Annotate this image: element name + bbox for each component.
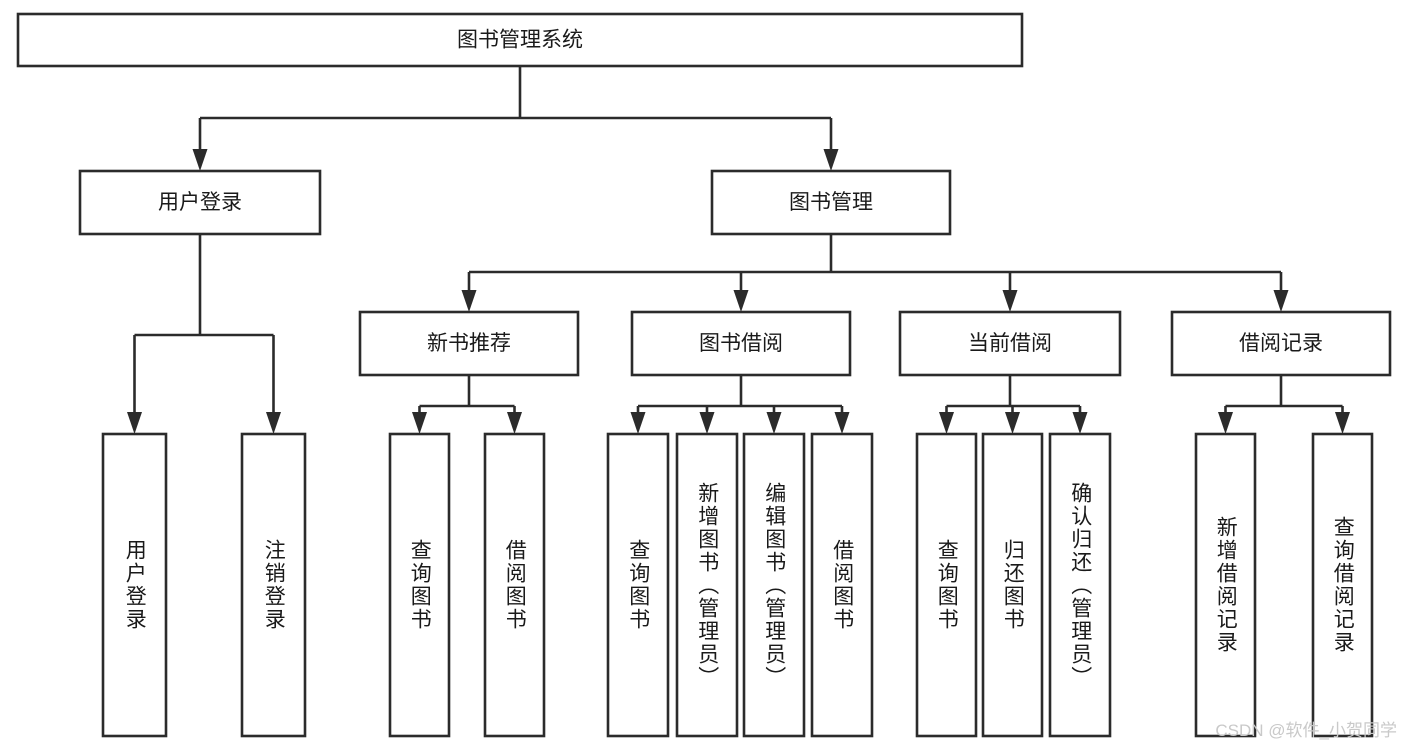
arrow-head-icon <box>266 412 281 434</box>
node-leaf-user-login[interactable] <box>101 432 168 738</box>
node-label: 图书借阅 <box>699 332 783 355</box>
node-leaf-return-book[interactable] <box>981 432 1044 738</box>
node-borrow-record[interactable] <box>1170 310 1392 377</box>
node-box[interactable] <box>240 432 307 738</box>
csdn-watermark: CSDN @软件_小贺同学 <box>1215 721 1397 740</box>
edge-group-borrow_record <box>1218 375 1350 434</box>
arrow-head-icon <box>733 290 749 312</box>
node-box[interactable] <box>810 432 874 738</box>
node-leaf-add-record[interactable] <box>1194 432 1257 738</box>
arrow-head-icon <box>1218 412 1233 434</box>
node-box[interactable] <box>358 310 580 377</box>
node-box[interactable] <box>16 12 1024 68</box>
node-label: 新书推荐 <box>427 332 511 355</box>
node-leaf-query-book-2[interactable] <box>606 432 670 738</box>
node-box[interactable] <box>675 432 739 738</box>
node-box[interactable] <box>1048 432 1112 738</box>
arrow-head-icon <box>1335 412 1350 434</box>
arrow-head-icon <box>834 412 850 434</box>
node-leaf-query-record[interactable] <box>1311 432 1374 738</box>
node-user-login[interactable] <box>78 169 322 236</box>
node-box[interactable] <box>981 432 1044 738</box>
node-label: 用户登录 <box>158 191 242 214</box>
arrow-head-icon <box>1002 290 1018 312</box>
node-label: 借阅记录 <box>1239 332 1323 355</box>
node-new-book-rec[interactable] <box>358 310 580 377</box>
arrow-head-icon <box>939 412 954 434</box>
arrow-head-icon <box>1005 412 1020 434</box>
node-label: 图书管理系统 <box>457 29 583 52</box>
node-box[interactable] <box>388 432 451 738</box>
node-label: 当前借阅 <box>968 332 1052 355</box>
edge-group-book_borrow <box>630 375 850 434</box>
node-box[interactable] <box>483 432 546 738</box>
node-root[interactable] <box>16 12 1024 68</box>
arrow-head-icon <box>507 412 522 434</box>
node-current-borrow[interactable] <box>898 310 1122 377</box>
node-box[interactable] <box>78 169 322 236</box>
node-box[interactable] <box>1194 432 1257 738</box>
node-box[interactable] <box>710 169 952 236</box>
node-book-borrow[interactable] <box>630 310 852 377</box>
arrow-head-icon <box>412 412 427 434</box>
node-box[interactable] <box>101 432 168 738</box>
node-box[interactable] <box>1311 432 1374 738</box>
arrow-head-icon <box>461 290 477 312</box>
arrow-head-icon <box>1273 290 1289 312</box>
node-leaf-confirm-return[interactable] <box>1048 432 1112 738</box>
edge-group-book_manage <box>461 234 1289 312</box>
node-leaf-query-book-3[interactable] <box>915 432 978 738</box>
arrow-head-icon <box>630 412 646 434</box>
edge-group-new_book_rec <box>412 375 522 434</box>
node-leaf-add-book[interactable] <box>675 432 739 738</box>
arrow-head-icon <box>766 412 782 434</box>
arrow-head-icon <box>127 412 142 434</box>
node-book-manage[interactable] <box>710 169 952 236</box>
edge-group-current_borrow <box>939 375 1088 434</box>
node-box[interactable] <box>915 432 978 738</box>
node-leaf-logout[interactable] <box>240 432 307 738</box>
arrow-head-icon <box>192 149 208 171</box>
node-box[interactable] <box>898 310 1122 377</box>
arrow-head-icon <box>1072 412 1088 434</box>
node-leaf-borrow-book-2[interactable] <box>810 432 874 738</box>
edge-group-user_login <box>127 234 281 434</box>
node-label: 图书管理 <box>789 191 873 214</box>
arrow-head-icon <box>699 412 715 434</box>
arrow-head-icon <box>823 149 839 171</box>
edge-group-root <box>192 66 839 171</box>
node-leaf-edit-book[interactable] <box>742 432 806 738</box>
node-leaf-borrow-book-1[interactable] <box>483 432 546 738</box>
node-box[interactable] <box>630 310 852 377</box>
node-box[interactable] <box>742 432 806 738</box>
node-leaf-query-book-1[interactable] <box>388 432 451 738</box>
node-box[interactable] <box>606 432 670 738</box>
node-box[interactable] <box>1170 310 1392 377</box>
